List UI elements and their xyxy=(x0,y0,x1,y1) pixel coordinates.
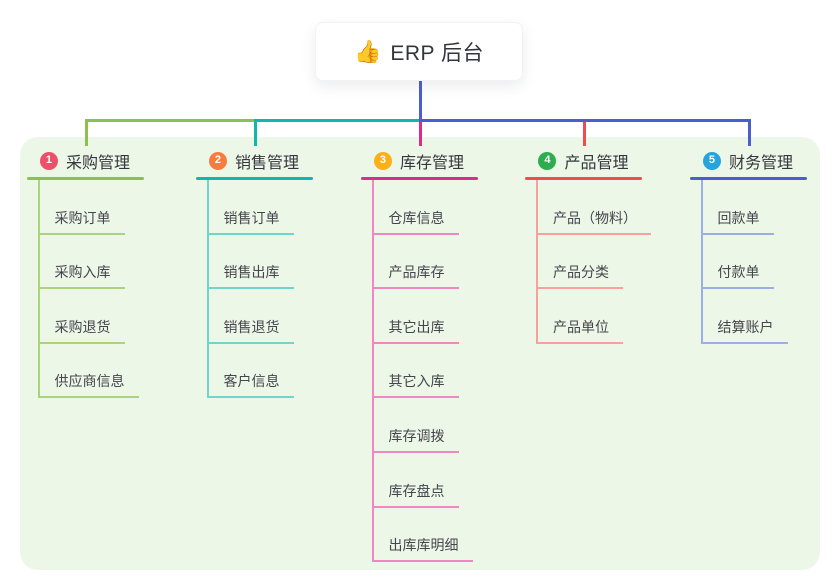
child-node-3-2[interactable]: 产品库存 xyxy=(371,262,459,290)
children-vline-3 xyxy=(371,180,374,563)
branch-children-3: 仓库信息产品库存其它出库其它入库库存调拨库存盘点出库库明细 xyxy=(361,180,478,563)
child-node-5-2[interactable]: 付款单 xyxy=(700,262,774,290)
child-row: 客户信息 xyxy=(196,344,313,399)
bus-segment-3 xyxy=(418,119,751,122)
child-row: 回款单 xyxy=(690,180,807,235)
child-row: 产品分类 xyxy=(525,235,642,290)
branch-drop-5 xyxy=(747,119,751,146)
branch-2: 2 销售管理销售订单销售出库销售退货客户信息 xyxy=(195,148,313,399)
child-row: 仓库信息 xyxy=(361,180,478,235)
child-row: 库存盘点 xyxy=(361,453,478,508)
child-row: 出库库明细 xyxy=(361,508,478,563)
branch-label-4: 产品管理 xyxy=(564,154,629,172)
child-row: 产品单位 xyxy=(525,289,642,344)
branch-1: 1 采购管理采购订单采购入库采购退货供应商信息 xyxy=(26,148,144,399)
branch-3: 3 库存管理仓库信息产品库存其它出库其它入库库存调拨库存盘点出库库明细 xyxy=(360,148,478,563)
mindmap-panel xyxy=(20,137,820,570)
branch-underline-1 xyxy=(26,177,144,180)
children-vline-1 xyxy=(37,180,40,399)
children-vline-2 xyxy=(206,180,209,399)
branch-underline-2 xyxy=(195,177,313,180)
child-node-3-3[interactable]: 其它出库 xyxy=(371,317,459,344)
child-node-2-2[interactable]: 销售出库 xyxy=(206,262,294,290)
child-row: 销售订单 xyxy=(196,180,313,235)
child-node-1-4[interactable]: 供应商信息 xyxy=(37,371,139,399)
root-node-label: ERP 后台 xyxy=(390,41,485,65)
branch-underline-4 xyxy=(525,177,642,180)
child-node-1-2[interactable]: 采购入库 xyxy=(37,262,125,290)
child-row: 其它入库 xyxy=(361,344,478,399)
bus-segment-2 xyxy=(253,119,422,122)
child-node-4-1[interactable]: 产品（物料） xyxy=(536,208,651,235)
child-node-3-7[interactable]: 出库库明细 xyxy=(371,535,473,563)
branch-drop-2 xyxy=(253,119,257,146)
branch-label-1: 采购管理 xyxy=(65,154,130,172)
branch-head-2[interactable]: 2 销售管理 xyxy=(196,148,313,173)
child-node-5-3[interactable]: 结算账户 xyxy=(700,317,788,344)
child-node-2-1[interactable]: 销售订单 xyxy=(206,208,294,235)
branch-label-3: 库存管理 xyxy=(399,154,464,172)
child-node-4-3[interactable]: 产品单位 xyxy=(536,317,623,344)
root-connector xyxy=(418,81,422,122)
child-row: 付款单 xyxy=(690,235,807,290)
child-row: 采购订单 xyxy=(27,180,144,235)
child-row: 销售出库 xyxy=(196,235,313,290)
branch-children-4: 产品（物料） 产品分类产品单位 xyxy=(525,180,651,344)
branch-number-badge-1: 1 xyxy=(39,151,58,170)
children-vline-5 xyxy=(700,180,703,344)
branch-number-badge-4: 4 xyxy=(538,151,557,170)
branch-drop-3 xyxy=(418,119,422,146)
thumbs-up-icon: 👍 xyxy=(353,38,382,64)
child-row: 采购入库 xyxy=(27,235,144,290)
children-vline-4 xyxy=(536,180,538,344)
child-node-2-3[interactable]: 销售退货 xyxy=(206,317,294,344)
child-row: 其它出库 xyxy=(361,289,478,344)
branch-underline-3 xyxy=(360,177,478,180)
child-row: 结算账户 xyxy=(690,289,807,344)
child-node-5-1[interactable]: 回款单 xyxy=(700,208,774,235)
branch-head-3[interactable]: 3 库存管理 xyxy=(361,148,478,173)
child-node-3-1[interactable]: 仓库信息 xyxy=(371,208,459,235)
branch-label-5: 财务管理 xyxy=(728,154,793,172)
branch-children-1: 采购订单采购入库采购退货供应商信息 xyxy=(27,180,144,399)
branch-number-badge-2: 2 xyxy=(208,151,227,170)
branch-underline-5 xyxy=(689,177,807,180)
branch-head-1[interactable]: 1 采购管理 xyxy=(27,148,144,173)
branch-drop-4 xyxy=(583,119,586,146)
child-row: 供应商信息 xyxy=(27,344,144,399)
branch-drop-1 xyxy=(84,119,88,146)
child-node-3-5[interactable]: 库存调拨 xyxy=(371,426,459,453)
child-row: 产品库存 xyxy=(361,235,478,290)
branch-4: 4 产品管理产品（物料） 产品分类产品单位 xyxy=(525,148,651,344)
child-row: 采购退货 xyxy=(27,289,144,344)
branch-head-5[interactable]: 5 财务管理 xyxy=(690,148,807,173)
child-node-3-4[interactable]: 其它入库 xyxy=(371,371,459,399)
child-node-4-2[interactable]: 产品分类 xyxy=(536,262,623,290)
branch-children-5: 回款单付款单结算账户 xyxy=(690,180,807,344)
child-node-3-6[interactable]: 库存盘点 xyxy=(371,481,459,508)
child-row: 库存调拨 xyxy=(361,398,478,453)
child-row: 销售退货 xyxy=(196,289,313,344)
child-row: 产品（物料） xyxy=(525,180,651,235)
root-node-erp[interactable]: 👍 ERP 后台 xyxy=(315,22,523,81)
child-node-1-1[interactable]: 采购订单 xyxy=(37,208,125,235)
branch-number-badge-3: 3 xyxy=(373,151,392,170)
branch-number-badge-5: 5 xyxy=(702,151,721,170)
branch-head-4[interactable]: 4 产品管理 xyxy=(525,148,642,173)
child-node-1-3[interactable]: 采购退货 xyxy=(37,317,125,344)
branch-5: 5 财务管理回款单付款单结算账户 xyxy=(689,148,807,344)
child-node-2-4[interactable]: 客户信息 xyxy=(206,371,294,399)
branch-label-2: 销售管理 xyxy=(234,154,299,172)
branch-children-2: 销售订单销售出库销售退货客户信息 xyxy=(196,180,313,399)
bus-segment-1 xyxy=(84,119,257,122)
